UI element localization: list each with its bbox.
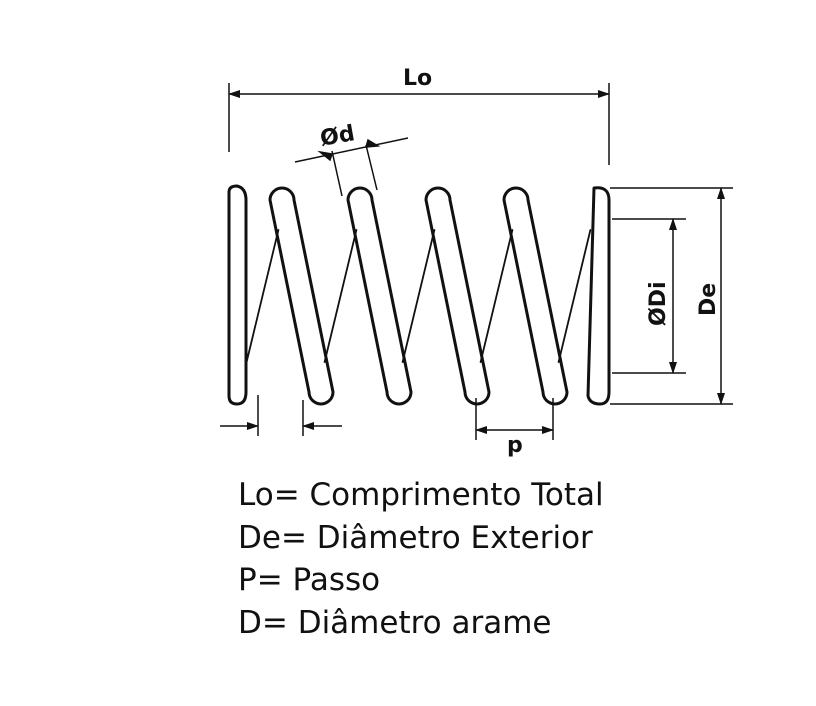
pitch-label: p bbox=[507, 433, 523, 458]
coil-back-strand bbox=[323, 229, 358, 363]
wire-diameter-dimension bbox=[294, 137, 409, 197]
coil-back-strand bbox=[557, 229, 592, 363]
coil-back-strand bbox=[401, 229, 436, 363]
wire-arrow-right bbox=[364, 138, 381, 148]
coil-turn bbox=[268, 186, 335, 406]
coil-back-strand bbox=[245, 229, 280, 363]
legend: Lo= Comprimento Total De= Diâmetro Exter… bbox=[238, 474, 604, 644]
coil-turn bbox=[502, 186, 569, 406]
coil-end-left bbox=[227, 184, 248, 406]
length-dimension bbox=[228, 83, 610, 165]
legend-item-wire-diameter: D= Diâmetro arame bbox=[238, 604, 552, 641]
left-thickness-dimension bbox=[220, 395, 342, 436]
inner-diameter-label: ØDi bbox=[646, 281, 671, 326]
length-label: Lo bbox=[403, 66, 432, 91]
wire-dimension-line bbox=[294, 137, 409, 163]
legend-item-length: Lo= Comprimento Total bbox=[238, 477, 604, 513]
wire-arrow-left bbox=[317, 150, 333, 162]
legend-item-pitch: P= Passo bbox=[238, 562, 381, 598]
outer-diameter-dimension bbox=[610, 187, 733, 405]
spring-coils bbox=[227, 184, 611, 406]
inner-diameter-dimension bbox=[612, 218, 686, 374]
coil-end-right bbox=[586, 186, 611, 406]
legend-item-outer-diameter: De= Diâmetro Exterior bbox=[238, 519, 593, 556]
wire-diameter-label: Ød bbox=[318, 121, 356, 152]
coil-back-strand bbox=[479, 229, 514, 363]
wire-extension-left bbox=[331, 150, 343, 197]
pitch-dimension bbox=[475, 398, 554, 440]
outer-diameter-label: De bbox=[696, 283, 721, 316]
coil-turn bbox=[424, 186, 491, 406]
coil-turn bbox=[346, 186, 413, 406]
wire-extension-right bbox=[365, 144, 378, 191]
